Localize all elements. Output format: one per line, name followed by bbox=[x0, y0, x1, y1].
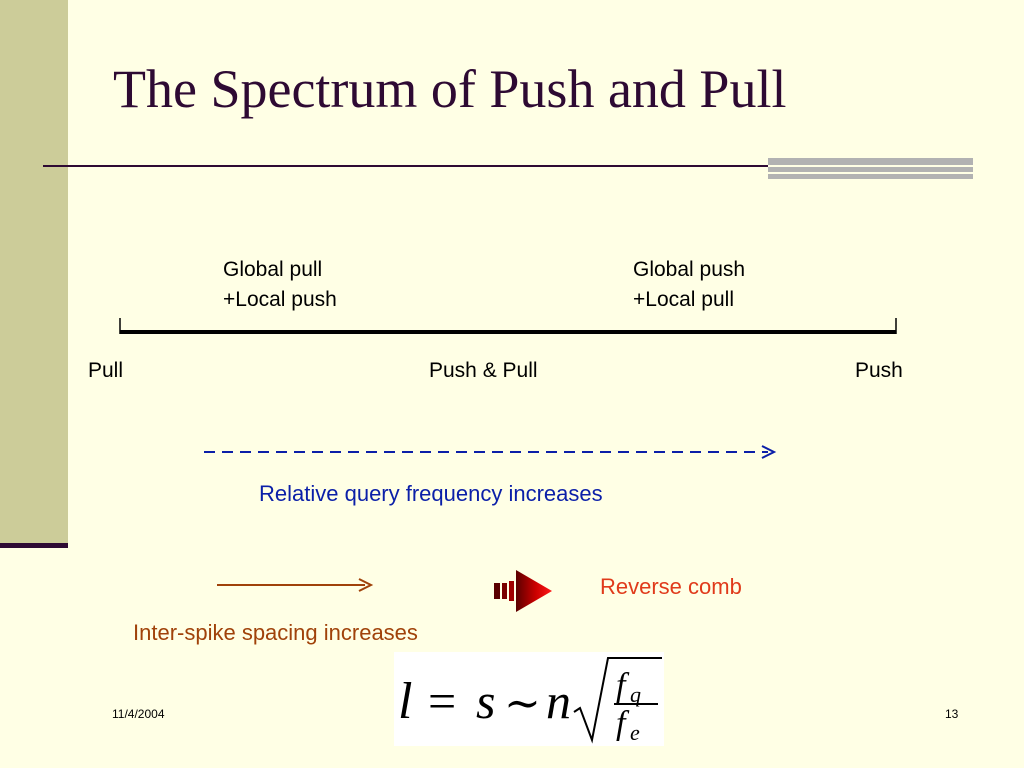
global-push-label: Global push +Local pull bbox=[633, 255, 745, 316]
formula-fq-f: f bbox=[616, 667, 630, 704]
slide-number: 13 bbox=[945, 707, 959, 721]
formula-box: l = s ∼ n f q f e bbox=[394, 652, 664, 746]
slide-title: The Spectrum of Push and Pull bbox=[113, 59, 787, 119]
global-pull-line1: Global pull bbox=[223, 258, 323, 281]
left-band-decoration bbox=[0, 0, 68, 546]
query-frequency-caption: Relative query frequency increases bbox=[259, 481, 603, 506]
push-and-pull-label: Push & Pull bbox=[429, 359, 538, 382]
reverse-word: Reverse bbox=[600, 574, 682, 599]
push-end-label: Push bbox=[855, 359, 903, 382]
title-accent-bar bbox=[768, 158, 973, 179]
inter-spike-caption: Inter-spike spacing increases bbox=[133, 620, 418, 645]
spectrum-axis bbox=[119, 318, 897, 334]
global-push-line2: +Local pull bbox=[633, 288, 734, 312]
formula-equals: = bbox=[428, 673, 456, 729]
formula-s: s bbox=[476, 673, 495, 729]
comb-word: comb bbox=[688, 574, 742, 599]
formula-svg: l = s ∼ n f q f e bbox=[398, 657, 662, 745]
left-band-rule bbox=[0, 543, 68, 548]
title-underline bbox=[43, 165, 773, 167]
formula-sim: ∼ bbox=[504, 678, 541, 729]
global-pull-line2: +Local push bbox=[223, 288, 337, 312]
global-push-line1: Global push bbox=[633, 258, 746, 281]
formula-l: l bbox=[398, 673, 412, 730]
sqrt-sign-icon bbox=[573, 657, 662, 744]
footer-date: 11/4/2004 bbox=[112, 707, 165, 721]
global-pull-label: Global pull +Local push bbox=[223, 255, 337, 316]
reverse-comb-label: Reverse comb bbox=[600, 574, 742, 600]
formula-fe-f: f bbox=[616, 705, 630, 742]
reverse-comb-arrow-icon bbox=[494, 570, 552, 612]
formula-fe-sub: e bbox=[630, 720, 640, 745]
brown-arrow bbox=[217, 578, 374, 592]
formula-n: n bbox=[546, 673, 571, 729]
pull-end-label: Pull bbox=[88, 359, 124, 382]
formula-fq-sub: q bbox=[630, 682, 641, 707]
dashed-arrow bbox=[204, 445, 777, 459]
